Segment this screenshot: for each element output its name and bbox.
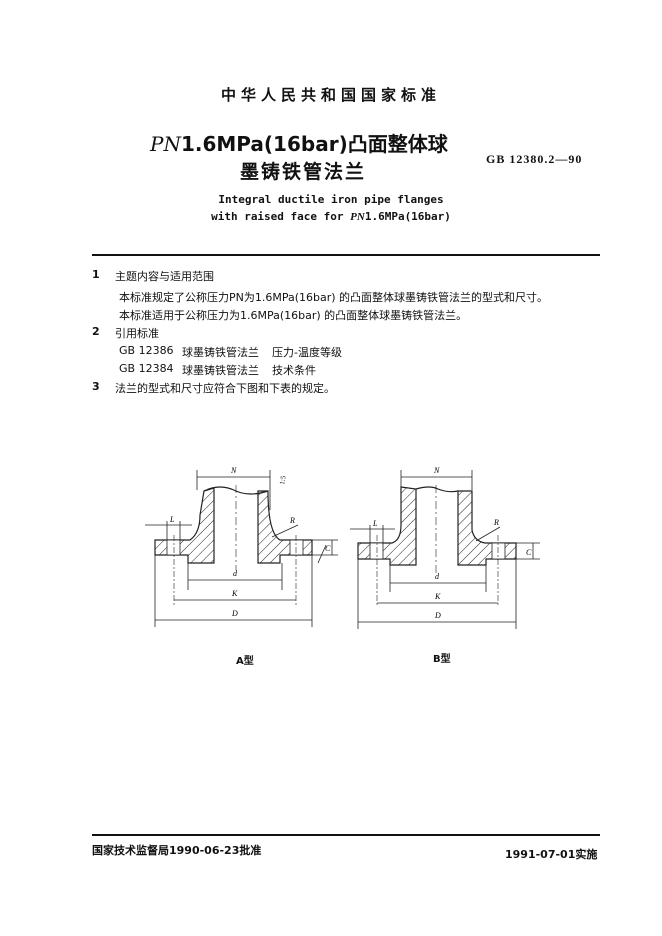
reference-2-title: 球墨铸铁管法兰 <box>182 364 259 377</box>
svg-text:D: D <box>231 609 238 618</box>
english-title-line2: with raised face for PN1.6MPa(16bar) <box>0 210 662 223</box>
english-title-line1: Integral ductile iron pipe flanges <box>218 193 444 206</box>
section-2-heading: 引用标准 <box>115 327 159 340</box>
implementation-date: 1991-07-01实施 <box>505 848 598 861</box>
document-title-line1: PN1.6MPa(16bar)凸面整体球 <box>150 128 448 157</box>
svg-text:N: N <box>230 466 237 475</box>
flange-type-a-drawing: N 1:5 L R C d K D <box>145 466 338 627</box>
reference-2-code: GB 12384 <box>119 362 174 375</box>
section-1-heading: 主题内容与适用范围 <box>115 270 214 283</box>
title-line1-text: 1.6MPa(16bar)凸面整体球 <box>180 132 448 156</box>
english-title-pn: PN <box>350 211 365 223</box>
standard-code: GB 12380.2—90 <box>486 152 583 166</box>
footer-divider <box>92 834 600 836</box>
reference-1-title: 球墨铸铁管法兰 <box>182 346 259 359</box>
header-divider <box>92 254 600 256</box>
figure-b-caption: B型 <box>433 654 451 665</box>
svg-text:K: K <box>434 592 441 601</box>
english-title-prefix: with raised face for <box>211 210 351 223</box>
svg-text:d: d <box>435 572 440 581</box>
reference-1-subtitle: 压力-温度等级 <box>272 346 342 359</box>
svg-text:D: D <box>434 611 441 620</box>
svg-text:d: d <box>233 569 238 578</box>
section-1-number: 1 <box>92 268 100 281</box>
approval-date: 国家技术监督局1990-06-23批准 <box>92 844 262 857</box>
section-2-number: 2 <box>92 325 100 338</box>
section-3-number: 3 <box>92 380 100 393</box>
document-title-line2: 墨铸铁管法兰 <box>240 161 367 183</box>
svg-text:L: L <box>169 515 175 524</box>
svg-text:C: C <box>325 544 331 553</box>
svg-text:C: C <box>526 548 532 557</box>
svg-text:N: N <box>433 466 440 475</box>
reference-1-code: GB 12386 <box>119 344 174 357</box>
national-standard-label: 中华人民共和国国家标准 <box>220 86 441 104</box>
section-1-paragraph-2: 本标准适用于公称压力为1.6MPa(16bar) 的凸面整体球墨铸铁管法兰。 <box>119 309 468 322</box>
reference-2-subtitle: 技术条件 <box>272 364 316 377</box>
svg-text:R: R <box>493 518 499 527</box>
english-title-suffix: 1.6MPa(16bar) <box>364 210 451 223</box>
figure-a-caption: A型 <box>236 656 254 667</box>
svg-text:R: R <box>289 516 295 525</box>
section-3-heading: 法兰的型式和尺寸应符合下图和下表的规定。 <box>115 382 335 395</box>
flange-type-b-drawing: N L R C d K D <box>350 466 540 629</box>
section-1-paragraph-1: 本标准规定了公称压力PN为1.6MPa(16bar) 的凸面整体球墨铸铁管法兰的… <box>119 291 549 304</box>
svg-text:1:5: 1:5 <box>278 475 288 486</box>
svg-text:K: K <box>231 589 238 598</box>
title-pn-italic: PN <box>150 132 181 156</box>
svg-text:L: L <box>372 519 378 528</box>
